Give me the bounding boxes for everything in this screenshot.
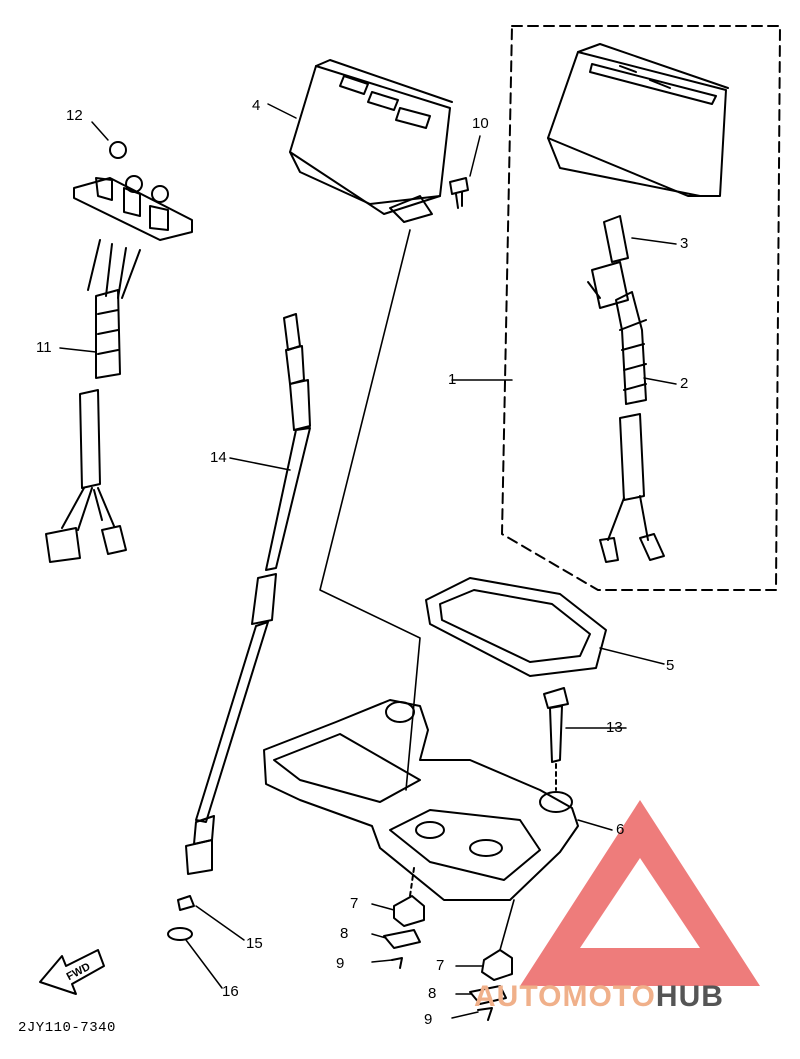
socket-bulb-icon: [587, 215, 629, 309]
callout-13: 13: [606, 719, 623, 736]
grommet-icon: [425, 577, 607, 677]
callout-2: 2: [680, 375, 689, 392]
callout-1: 1: [448, 371, 457, 388]
cushion-set-left: [383, 867, 425, 969]
bulb-wire-harness: [45, 239, 141, 563]
speedometer-cable-icon: [185, 313, 311, 875]
callout-5: 5: [666, 657, 675, 674]
bulb-holder-plate-icon: [73, 141, 193, 241]
watermark-part-b: HUB: [655, 980, 724, 1013]
screw-icon: [449, 177, 469, 209]
clip-icon: [177, 895, 195, 911]
callout-8: 8: [340, 925, 349, 942]
callout-11: 11: [36, 339, 52, 356]
meter-wire-harness: [599, 291, 665, 563]
forward-arrow-icon: [39, 949, 105, 995]
assembly-box: [501, 25, 781, 591]
callout-15: 15: [246, 935, 263, 952]
callout-7b: 7: [436, 957, 445, 974]
leader-line: [319, 229, 421, 791]
callout-10: 10: [472, 115, 489, 132]
callout-9b: 9: [424, 1011, 433, 1028]
meter-bracket-icon: [263, 699, 579, 901]
callout-16: 16: [222, 983, 239, 1000]
cushion-set-right: [469, 899, 515, 1021]
callout-14: 14: [210, 449, 227, 466]
bolt-icon: [543, 687, 569, 791]
watermark-part-a: AUTOMOTO: [474, 980, 656, 1013]
callout-3: 3: [680, 235, 689, 252]
drawing-code: 2JY110-7340: [18, 1020, 116, 1036]
watermark-text: AUTOMOTOHUB: [474, 980, 724, 1014]
callout-12: 12: [66, 107, 83, 124]
ring-icon: [167, 927, 193, 941]
callout-6: 6: [616, 821, 625, 838]
watermark-logo-icon: [520, 800, 760, 986]
callout-9: 9: [336, 955, 345, 972]
meter-housing-icon: [289, 59, 453, 223]
callout-8b: 8: [428, 985, 437, 1002]
callout-7: 7: [350, 895, 359, 912]
callout-4: 4: [252, 97, 261, 114]
meter-unit-icon: [547, 43, 729, 197]
